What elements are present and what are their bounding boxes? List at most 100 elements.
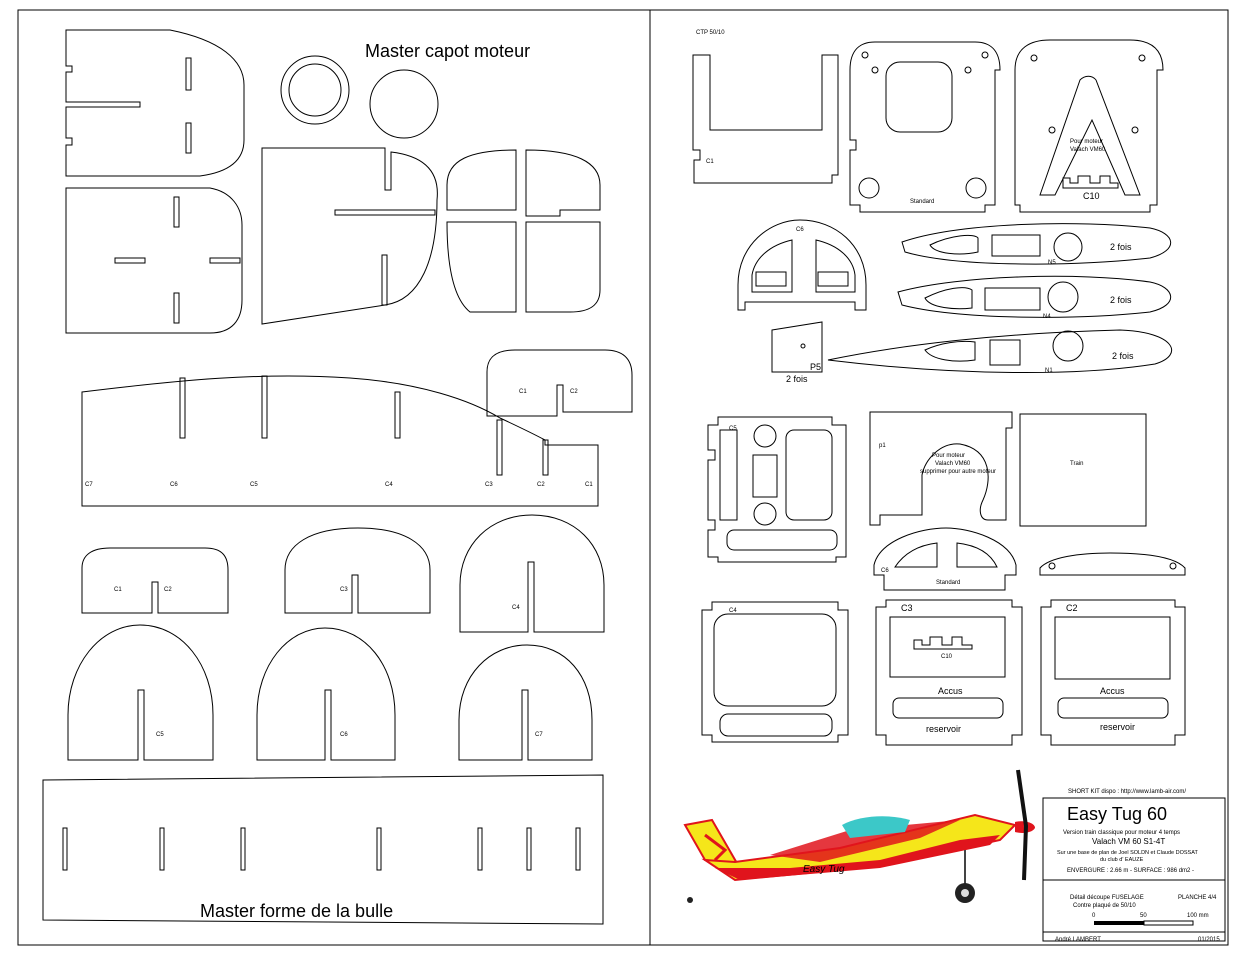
former-c4 <box>459 514 605 633</box>
hole <box>871 66 879 74</box>
svg-text:C6: C6 <box>170 482 178 488</box>
svg-text:2 fois: 2 fois <box>786 374 808 384</box>
part-c5-frame <box>707 416 847 563</box>
cutout <box>1057 697 1169 719</box>
hole <box>1138 54 1146 62</box>
slot <box>526 827 532 871</box>
slot <box>173 292 180 324</box>
svg-text:p1: p1 <box>879 443 886 449</box>
cutout <box>719 429 738 521</box>
slot <box>62 827 68 871</box>
hole <box>858 177 880 199</box>
svg-text:N4: N4 <box>1043 314 1051 320</box>
former-c5 <box>67 624 214 761</box>
part-small-former <box>1039 552 1186 576</box>
slot <box>261 375 268 439</box>
svg-text:100 mm: 100 mm <box>1187 913 1209 919</box>
cutout <box>924 340 976 362</box>
svg-text:C5: C5 <box>250 482 258 488</box>
svg-text:C1: C1 <box>519 389 527 395</box>
cowl-piece-top <box>65 29 245 177</box>
svg-text:ENVERGURE : 2.66 m - SURFACE: ENVERGURE : 2.66 m - SURFACE : 986 dm2 - <box>1067 868 1194 874</box>
part-train <box>1019 413 1147 527</box>
cutout <box>889 616 1006 678</box>
cutout <box>989 339 1021 366</box>
hole <box>1131 126 1139 134</box>
title-block-frame <box>1042 797 1226 942</box>
slot <box>542 439 549 476</box>
part-c3-frame <box>875 599 1023 746</box>
slot <box>114 257 146 264</box>
svg-text:C2: C2 <box>570 389 578 395</box>
hole <box>1048 126 1056 134</box>
svg-text:Détail découpe FUSELAGE: Détail découpe FUSELAGE <box>1070 895 1144 901</box>
svg-text:C4: C4 <box>729 608 737 614</box>
svg-text:C2: C2 <box>164 587 172 593</box>
cutout <box>755 271 787 287</box>
svg-text:Accus: Accus <box>938 686 963 696</box>
svg-text:C6: C6 <box>796 227 804 233</box>
former-c7 <box>458 644 593 761</box>
fuselage-side <box>81 375 599 507</box>
svg-text:C1: C1 <box>114 587 122 593</box>
slot <box>394 391 401 439</box>
part-c10-plate <box>1014 39 1164 213</box>
hole <box>981 51 989 59</box>
svg-text:P5: P5 <box>810 362 821 372</box>
slot <box>376 827 382 871</box>
svg-text:C2: C2 <box>1066 603 1078 613</box>
svg-text:C6: C6 <box>881 568 889 574</box>
slot <box>185 57 192 91</box>
svg-text:Version train classique pour m: Version train classique pour moteur 4 te… <box>1063 830 1180 836</box>
svg-text:N5: N5 <box>1048 260 1056 266</box>
ctp-label: CTP 50/10 <box>696 30 725 36</box>
former-c3 <box>284 527 431 614</box>
svg-text:C10: C10 <box>941 654 953 660</box>
cowl-quarter-4 <box>525 221 601 313</box>
svg-text:C2: C2 <box>537 482 545 488</box>
cutout <box>719 713 833 737</box>
svg-text:Train: Train <box>1070 461 1083 467</box>
cowl-piece-bottom <box>65 187 243 334</box>
svg-text:Pour moteur: Pour moteur <box>932 453 965 459</box>
fuselage-side-labels: C7 C6 C5 C4 C3 C2 C1 <box>85 482 593 488</box>
former-c6 <box>256 627 396 761</box>
svg-text:du club d' EAUZE: du club d' EAUZE <box>1100 857 1144 863</box>
svg-text:C4: C4 <box>512 605 520 611</box>
svg-text:Valach VM60: Valach VM60 <box>935 461 971 467</box>
outer-frame <box>17 9 1229 946</box>
slot <box>381 254 388 306</box>
svg-text:Valach VM60: Valach VM60 <box>1070 147 1106 153</box>
slot <box>334 209 436 216</box>
cutout <box>815 239 856 293</box>
cowl-quarter-1 <box>446 149 517 211</box>
hole <box>753 424 777 448</box>
hole <box>1053 232 1083 262</box>
slot <box>179 377 186 439</box>
plan-title: Easy Tug 60 <box>1067 804 1167 824</box>
svg-text:C3: C3 <box>901 603 913 613</box>
svg-text:C7: C7 <box>535 732 543 738</box>
svg-text:2 fois: 2 fois <box>1110 242 1132 252</box>
hole <box>1169 562 1177 570</box>
svg-text:PLANCHE 4/4: PLANCHE 4/4 <box>1178 895 1217 901</box>
svg-text:supprimer pour autre moteur: supprimer pour autre moteur <box>920 469 996 475</box>
svg-text:C5: C5 <box>156 732 164 738</box>
svg-text:C6: C6 <box>340 732 348 738</box>
svg-text:N1: N1 <box>1045 368 1053 374</box>
svg-text:C5: C5 <box>729 426 737 432</box>
slot <box>477 827 483 871</box>
plane-illustration: Easy Tug <box>683 769 1035 903</box>
cutout <box>894 542 938 568</box>
svg-text:2 fois: 2 fois <box>1112 351 1134 361</box>
part-c1 <box>692 54 839 184</box>
part-c6-standard <box>873 527 1017 591</box>
cutout <box>956 542 998 568</box>
hole <box>964 66 972 74</box>
cowl-quarter-2 <box>525 149 601 217</box>
cutout <box>817 271 849 287</box>
part-standard-plate <box>849 41 1001 213</box>
svg-text:reservoir: reservoir <box>926 724 961 734</box>
part-c4-frame <box>701 601 849 743</box>
